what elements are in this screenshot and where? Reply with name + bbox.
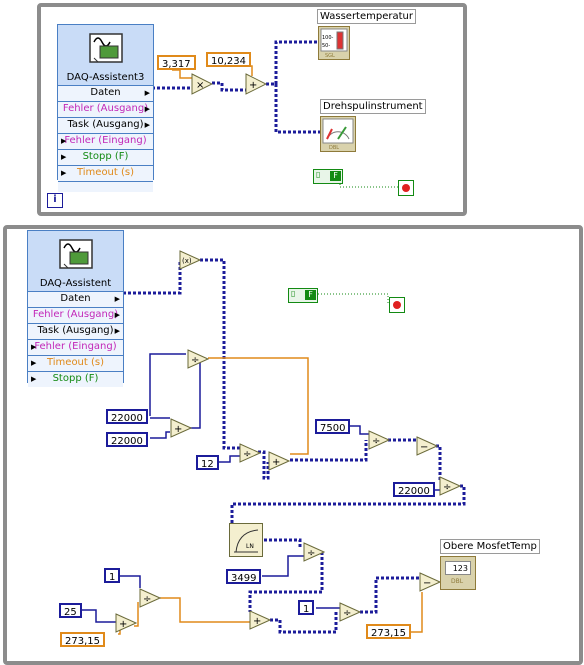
gauge-indicator[interactable]: DBL: [320, 116, 356, 152]
terminal-stopp[interactable]: ▶Stopp (F): [58, 150, 153, 166]
bool-glyph-icon: ▯: [316, 170, 321, 179]
terminal-stopp[interactable]: ▶Stopp (F): [28, 372, 123, 387]
add-node-3[interactable]: +: [115, 613, 137, 633]
loop-iteration-terminal[interactable]: i: [47, 193, 63, 208]
stop-icon: [402, 184, 410, 192]
label-wassertemperatur: Wassertemperatur: [317, 9, 416, 24]
svg-text:+: +: [272, 457, 280, 468]
daq-title: DAQ-Assistent3: [66, 72, 145, 83]
svg-text:−: −: [420, 442, 428, 453]
terminal-spacer: [58, 182, 153, 192]
const-12[interactable]: 12: [196, 455, 219, 470]
svg-text:+: +: [119, 619, 127, 630]
terminal-timeout[interactable]: ▶Timeout (s): [28, 356, 123, 372]
terminal-fehler-ausgang[interactable]: Fehler (Ausgang)▶: [28, 308, 123, 324]
daq-title: DAQ-Assistent: [39, 278, 112, 289]
bool-const-false-top[interactable]: ▯ F: [313, 169, 343, 184]
divide-node-1[interactable]: ÷: [187, 349, 209, 369]
const-273-15-b[interactable]: 273,15: [366, 624, 411, 639]
stop-icon: [393, 301, 401, 309]
label-drehspulinstrument: Drehspulinstrument: [320, 99, 426, 114]
add-node-1[interactable]: +: [170, 418, 192, 438]
daq-icon: [89, 33, 123, 63]
terminal-daten[interactable]: Daten▶: [28, 292, 123, 308]
const-22000-b[interactable]: 22000: [106, 432, 148, 447]
divide-node-3[interactable]: ÷: [368, 430, 390, 450]
const-7500[interactable]: 7500: [315, 419, 351, 434]
daq-icon: [59, 239, 93, 269]
const-22000-c[interactable]: 22000: [393, 482, 435, 497]
const-25[interactable]: 25: [59, 603, 82, 618]
const-10-234[interactable]: 10,234: [206, 52, 251, 67]
const-3499[interactable]: 3499: [226, 569, 262, 584]
stop-terminal-bottom[interactable]: [389, 297, 405, 313]
add-node-top[interactable]: +: [245, 73, 267, 95]
svg-text:÷: ÷: [343, 608, 351, 619]
terminal-fehler-eingang[interactable]: ▶Fehler (Eingang): [28, 340, 123, 356]
const-22000-a[interactable]: 22000: [106, 409, 148, 424]
const-3-317[interactable]: 3,317: [157, 55, 196, 70]
numeric-type: DBL: [451, 578, 464, 585]
svg-text:−: −: [423, 578, 431, 589]
numeric-display: 123: [445, 561, 471, 575]
svg-text:÷: ÷: [191, 355, 199, 366]
gauge-icon: DBL: [322, 118, 354, 151]
divide-node-6[interactable]: ÷: [139, 588, 161, 608]
svg-text:+: +: [253, 616, 261, 627]
bool-const-false-bottom[interactable]: ▯ F: [288, 288, 318, 303]
svg-text:+: +: [249, 80, 257, 91]
svg-text:÷: ÷: [372, 436, 380, 447]
const-273-15-a[interactable]: 273,15: [60, 632, 105, 647]
terminal-timeout[interactable]: ▶Timeout (s): [58, 166, 153, 182]
svg-text:+: +: [174, 424, 182, 435]
divide-node-2[interactable]: ÷: [239, 443, 261, 463]
divide-node-5[interactable]: ÷: [303, 542, 325, 562]
daq-assistant-bottom[interactable]: DAQ-Assistent Daten▶ Fehler (Ausgang)▶ T…: [27, 230, 124, 387]
svg-text:÷: ÷: [443, 482, 451, 493]
daq-assistant-top[interactable]: DAQ-Assistent3 Daten▶ Fehler (Ausgang)▶ …: [57, 24, 154, 192]
const-1-b[interactable]: 1: [298, 600, 315, 615]
thermometer-icon: 100- 50- SGL: [320, 28, 348, 59]
svg-text:50-: 50-: [322, 43, 330, 49]
thermometer-indicator[interactable]: 100- 50- SGL: [318, 26, 350, 60]
numeric-indicator-mosfet[interactable]: 123 DBL: [440, 556, 476, 590]
svg-text:SGL: SGL: [325, 53, 335, 59]
svg-text:÷: ÷: [143, 594, 151, 605]
divide-node-7[interactable]: ÷: [339, 602, 361, 622]
subtract-node-1[interactable]: −: [416, 436, 438, 456]
convert-dynamic-node[interactable]: (x): [179, 250, 201, 270]
stop-terminal-top[interactable]: [398, 180, 414, 196]
natural-log-node[interactable]: LN: [229, 523, 263, 557]
add-node-2[interactable]: +: [268, 451, 290, 471]
terminal-fehler-eingang[interactable]: ▶Fehler (Eingang): [58, 134, 153, 150]
ln-curve-icon: LN: [234, 529, 259, 553]
label-obere-mosfettemp: Obere MosfetTemp: [440, 539, 540, 554]
divide-node-4[interactable]: ÷: [439, 476, 461, 496]
bool-glyph-icon: ▯: [291, 289, 296, 298]
svg-text:(x): (x): [182, 257, 192, 265]
terminal-task-ausgang[interactable]: Task (Ausgang)▶: [58, 118, 153, 134]
svg-text:DBL: DBL: [329, 145, 339, 151]
svg-text:÷: ÷: [243, 449, 251, 460]
terminal-daten[interactable]: Daten▶: [58, 86, 153, 102]
svg-text:100-: 100-: [322, 35, 334, 41]
svg-text:×: ×: [196, 80, 204, 91]
add-node-4[interactable]: +: [249, 610, 271, 630]
daq-icon-area: DAQ-Assistent: [28, 231, 123, 292]
terminal-fehler-ausgang[interactable]: Fehler (Ausgang)▶: [58, 102, 153, 118]
multiply-node[interactable]: ×: [191, 73, 213, 95]
const-1-a[interactable]: 1: [104, 568, 121, 583]
daq-icon-area: DAQ-Assistent3: [58, 25, 153, 86]
svg-text:LN: LN: [246, 543, 254, 550]
subtract-node-2[interactable]: −: [419, 572, 441, 592]
svg-text:÷: ÷: [307, 548, 315, 559]
terminal-task-ausgang[interactable]: Task (Ausgang)▶: [28, 324, 123, 340]
